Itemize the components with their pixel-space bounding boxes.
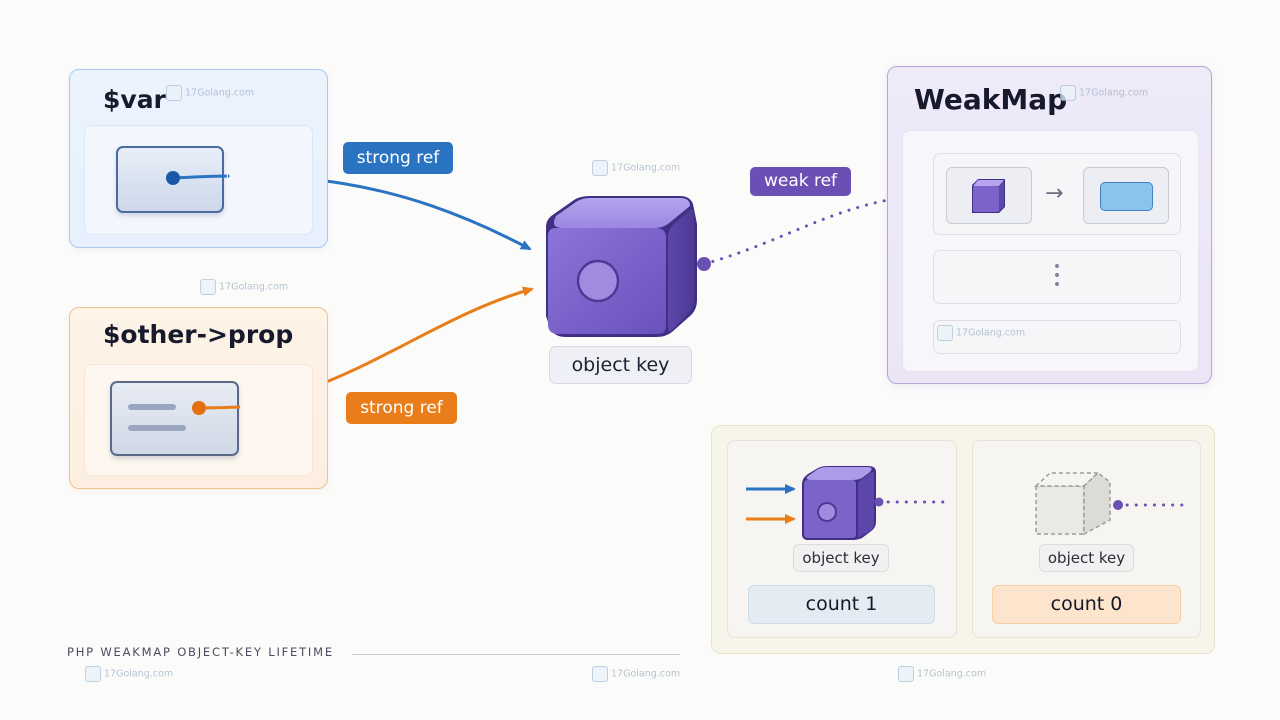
prop-card-line — [128, 425, 186, 431]
caption-divider — [352, 654, 680, 655]
weak-ref-line — [702, 193, 931, 266]
arrow-right-icon: → — [1045, 181, 1064, 206]
diagram-caption: PHP WEAKMAP OBJECT-KEY LIFETIME — [67, 645, 334, 659]
weakmap-value-cell — [1083, 167, 1169, 224]
watermark-logo-icon — [1060, 85, 1076, 101]
weakmap-key-cube-icon — [972, 179, 1005, 213]
watermark-logo-icon — [85, 666, 101, 682]
weakmap-value-block — [1100, 182, 1153, 211]
watermark: 17Golang.com — [166, 85, 254, 101]
watermark: 17Golang.com — [1060, 85, 1148, 101]
lifecycle-alive-object-label: object key — [793, 544, 889, 572]
weakmap-empty-row — [933, 320, 1181, 354]
watermark-logo-icon — [898, 666, 914, 682]
watermark-text: 17Golang.com — [185, 87, 255, 99]
lifecycle-alive-count: count 1 — [748, 585, 935, 624]
var-panel-title: $var — [103, 85, 166, 114]
lifecycle-collected-count: count 0 — [992, 585, 1181, 624]
weak-ref-label: weak ref — [750, 167, 851, 196]
watermark: 17Golang.com — [592, 666, 680, 682]
watermark: 17Golang.com — [200, 279, 288, 295]
prop-card-line — [128, 404, 176, 410]
vertical-ellipsis-icon: ••• — [1052, 259, 1062, 293]
object-key-label: object key — [549, 346, 692, 384]
watermark-logo-icon — [200, 279, 216, 295]
watermark: 17Golang.com — [592, 160, 680, 176]
watermark-logo-icon — [166, 85, 182, 101]
strong-ref-label-blue: strong ref — [343, 142, 453, 174]
weakmap-key-cell — [946, 167, 1032, 224]
watermark-logo-icon — [937, 325, 953, 341]
prop-panel-title: $other->prop — [103, 320, 294, 349]
watermark-text: 17Golang.com — [956, 327, 1026, 339]
watermark-text: 17Golang.com — [917, 668, 987, 680]
watermark-logo-icon — [592, 160, 608, 176]
strong-ref-label-orange: strong ref — [346, 392, 457, 424]
object-key-cube — [546, 196, 697, 337]
watermark-text: 17Golang.com — [104, 668, 174, 680]
weak-ref-start-dot — [697, 257, 711, 271]
weakmap-empty-row: ••• — [933, 250, 1181, 304]
watermark: 17Golang.com — [85, 666, 173, 682]
lifecycle-collected-object-label: object key — [1039, 544, 1134, 572]
watermark-logo-icon — [592, 666, 608, 682]
weakmap-panel-title: WeakMap — [914, 83, 1068, 116]
watermark-text: 17Golang.com — [611, 162, 681, 174]
watermark: 17Golang.com — [937, 325, 1025, 341]
watermark: 17Golang.com — [898, 666, 986, 682]
prop-reference-card — [110, 381, 239, 456]
var-reference-card — [116, 146, 224, 213]
watermark-text: 17Golang.com — [611, 668, 681, 680]
watermark-text: 17Golang.com — [219, 281, 289, 293]
watermark-text: 17Golang.com — [1079, 87, 1149, 99]
